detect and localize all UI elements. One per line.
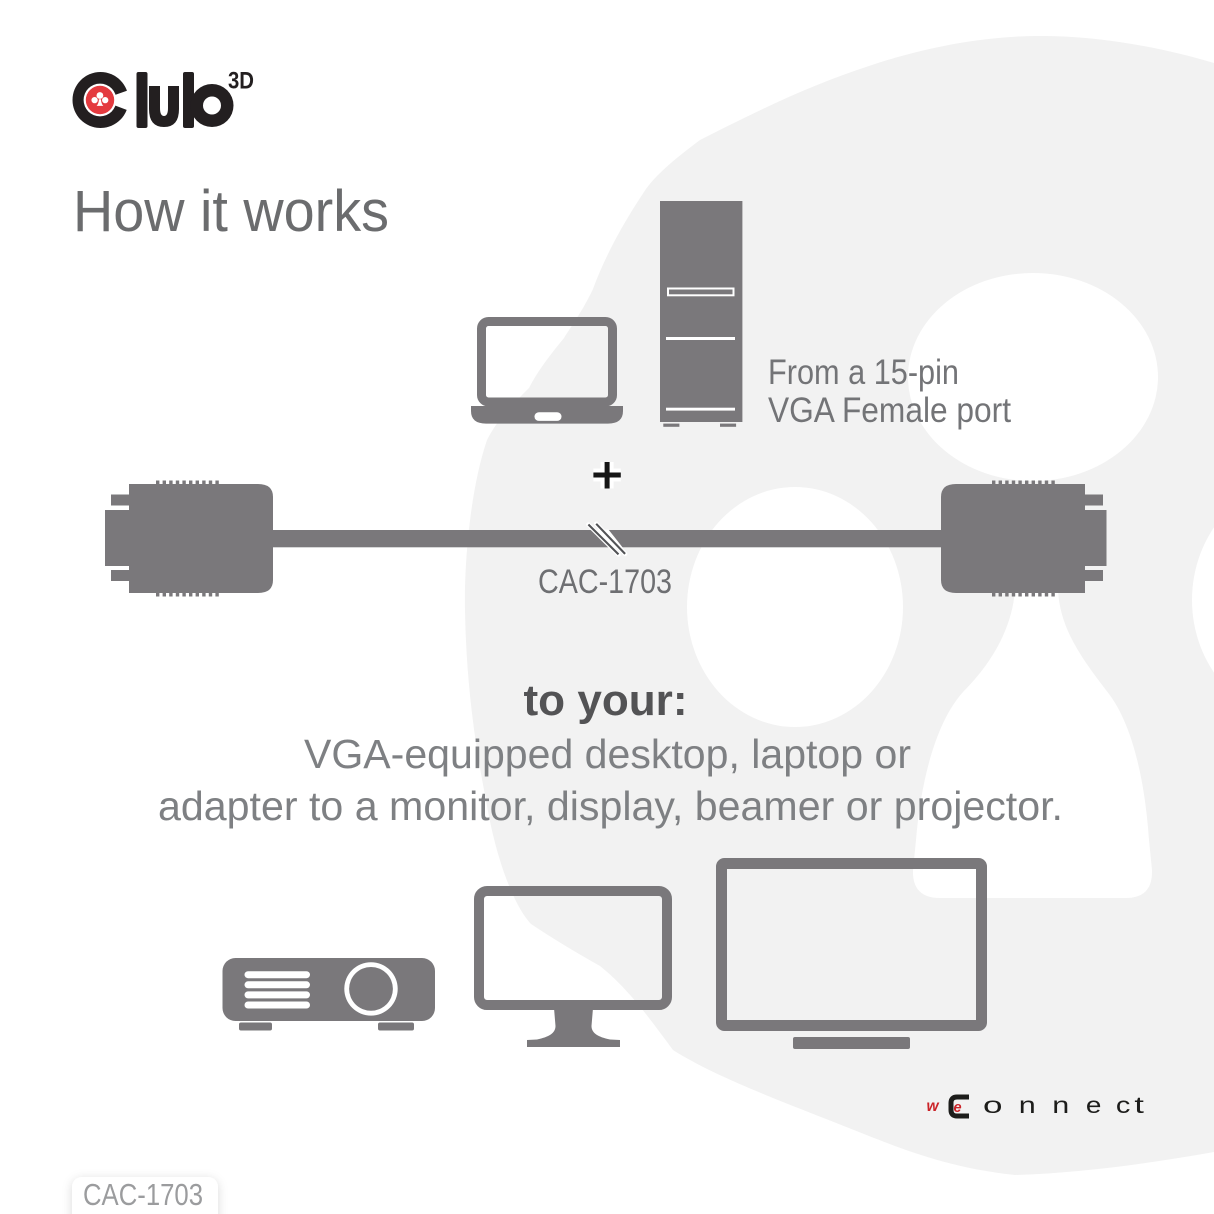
- svg-text:3D: 3D: [228, 68, 254, 95]
- svg-text:to your:: to your:: [524, 676, 688, 725]
- svg-text:VGA Female port: VGA Female port: [768, 391, 1011, 430]
- svg-text:e: e: [954, 1100, 962, 1116]
- svg-text:o: o: [983, 1092, 1003, 1118]
- svg-text:CAC-1703: CAC-1703: [83, 1177, 203, 1212]
- svg-text:From a 15-pin: From a 15-pin: [768, 353, 959, 392]
- svg-text:adapter to a monitor, display,: adapter to a monitor, display, beamer or…: [158, 783, 1063, 829]
- svg-text:CAC-1703: CAC-1703: [538, 563, 672, 601]
- svg-text:w: w: [927, 1098, 940, 1115]
- svg-text:t: t: [1134, 1092, 1144, 1118]
- svg-text:c: c: [1116, 1092, 1131, 1118]
- svg-text:n: n: [1052, 1092, 1069, 1118]
- svg-text:How it works: How it works: [73, 179, 389, 244]
- svg-text:e: e: [1086, 1092, 1102, 1118]
- svg-text:VGA-equipped desktop, laptop o: VGA-equipped desktop, laptop or: [304, 731, 911, 777]
- svg-text:n: n: [1019, 1092, 1036, 1118]
